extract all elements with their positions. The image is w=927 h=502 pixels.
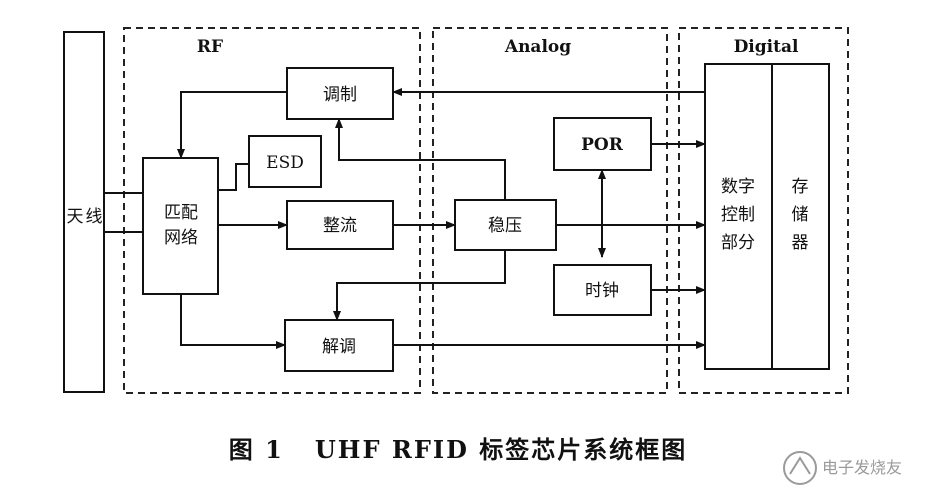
regulator-to-modulation-arrow (335, 118, 506, 200)
figure-caption: 图 1 UHF RFID 标签芯片系统框图 (229, 435, 688, 464)
digital-control-label-2: 控制 (721, 205, 755, 225)
matching-network-label-2: 网络 (164, 228, 198, 248)
esd-block (248, 135, 322, 188)
analog-region-label: Analog (504, 37, 571, 57)
rf-region (123, 27, 421, 394)
digital-region-label: Digital (734, 37, 799, 57)
regulator-to-demodulation-arrow (333, 250, 506, 321)
esd-label: ESD (266, 153, 304, 173)
digital-control-label-3: 部分 (721, 233, 755, 253)
matching-network-label-1: 匹配 (164, 203, 198, 223)
rectifier-label: 整流 (323, 216, 357, 236)
antenna-block (63, 31, 105, 393)
matching-to-esd-line (218, 163, 249, 191)
regulator-label: 稳压 (488, 216, 522, 236)
matching-network-block (142, 157, 219, 295)
digital-control-block (704, 63, 773, 370)
modulation-to-matching-arrow (177, 91, 287, 159)
antenna-label-2: 线 (86, 207, 103, 227)
por-block (553, 117, 652, 171)
por-label: POR (581, 135, 624, 155)
regulator-block (454, 199, 557, 251)
clock-label: 时钟 (585, 281, 619, 301)
digital-region (678, 27, 849, 394)
rf-region-label: RF (197, 37, 223, 57)
matching-to-demodulation-arrow (180, 294, 286, 349)
demodulation-label: 解调 (322, 337, 356, 357)
modulation-label: 调制 (323, 85, 357, 105)
antenna-label-1: 天 (67, 207, 84, 227)
watermark-logo: 电子发烧友 (783, 451, 902, 485)
clock-block (553, 264, 652, 316)
watermark-text: 电子发烧友 (822, 458, 902, 477)
memory-label-1: 存 (792, 177, 809, 197)
memory-label-2: 储 (792, 205, 809, 225)
memory-block (771, 63, 830, 370)
digital-control-label-1: 数字 (721, 177, 755, 197)
memory-label-3: 器 (792, 233, 809, 253)
